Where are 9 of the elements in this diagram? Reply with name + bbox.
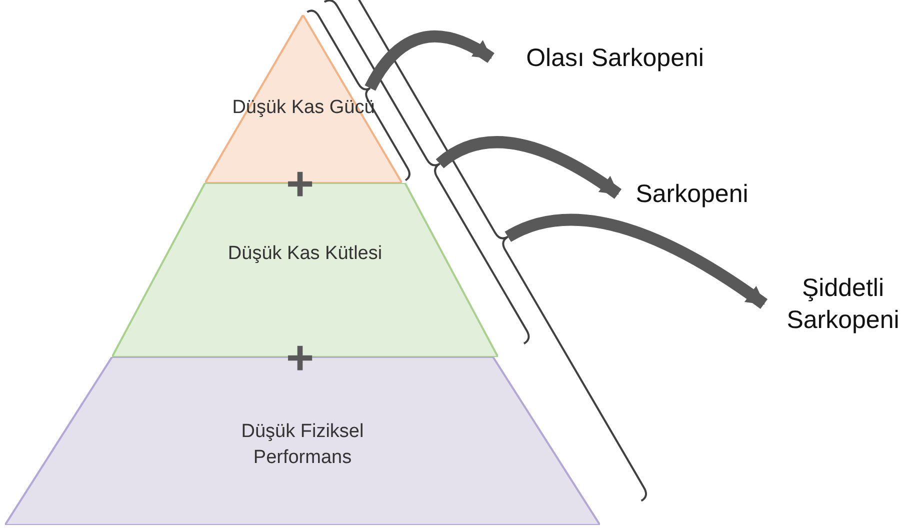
tier-label: Düşük Kas Kütlesi	[226, 242, 384, 266]
outcome-label: Sarkopeni	[622, 178, 762, 210]
curved-arrow	[505, 214, 768, 309]
outcome-label: Olası Sarkopeni	[495, 42, 735, 74]
tier-label: Düşük Kas Gücü	[231, 96, 376, 120]
curved-arrow	[364, 30, 494, 91]
curved-arrow	[436, 136, 622, 199]
tier-label: Düşük Fiziksel Performans	[240, 420, 365, 470]
outcome-label: Şiddetli Sarkopeni	[768, 272, 918, 336]
